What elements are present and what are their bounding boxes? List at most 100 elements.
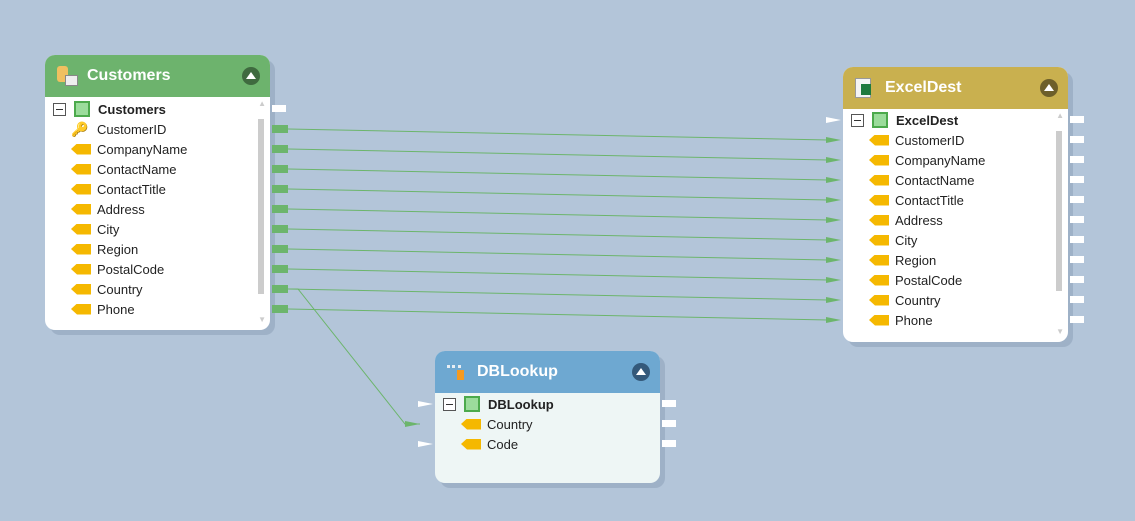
- mapping-line[interactable]: [287, 208, 829, 221]
- field-row[interactable]: Address: [843, 210, 943, 230]
- field-icon: [869, 314, 889, 326]
- output-port[interactable]: [272, 145, 288, 153]
- field-row[interactable]: Country: [435, 414, 533, 434]
- output-port[interactable]: [272, 105, 286, 112]
- field-row[interactable]: 🔑 CustomerID: [45, 119, 166, 139]
- field-row[interactable]: Phone: [843, 310, 933, 330]
- input-arrow: [826, 217, 841, 223]
- root-label: ExcelDest: [896, 112, 959, 128]
- output-port[interactable]: [1070, 316, 1084, 323]
- dblookup-header[interactable]: DBLookup: [435, 351, 660, 393]
- field-row[interactable]: Country: [45, 279, 143, 299]
- field-label: CompanyName: [895, 152, 986, 168]
- field-icon: [71, 283, 91, 295]
- mapping-line[interactable]: [287, 288, 829, 301]
- output-port[interactable]: [1070, 236, 1084, 243]
- input-arrow: [826, 157, 841, 163]
- field-row[interactable]: ContactName: [843, 170, 974, 190]
- mapping-line[interactable]: [287, 228, 829, 241]
- field-row[interactable]: Address: [45, 199, 145, 219]
- root-row[interactable]: Customers: [45, 99, 166, 119]
- scroll-up-arrow[interactable]: ▲: [1056, 111, 1064, 120]
- field-row[interactable]: Region: [45, 239, 138, 259]
- input-arrow: [826, 117, 841, 123]
- mapping-line[interactable]: [287, 128, 829, 141]
- collapse-button[interactable]: [632, 363, 650, 381]
- field-row[interactable]: CompanyName: [45, 139, 187, 159]
- scroll-down-arrow[interactable]: ▼: [1056, 327, 1064, 336]
- output-port[interactable]: [1070, 256, 1084, 263]
- collapse-button[interactable]: [1040, 79, 1058, 97]
- input-arrow: [826, 137, 841, 143]
- field-row[interactable]: CompanyName: [843, 150, 985, 170]
- output-port[interactable]: [1070, 216, 1084, 223]
- collapse-toggle[interactable]: [443, 397, 456, 411]
- output-port[interactable]: [272, 305, 288, 313]
- scroll-up-arrow[interactable]: ▲: [258, 99, 266, 108]
- mapping-line[interactable]: [287, 308, 829, 321]
- mapping-line[interactable]: [287, 168, 829, 181]
- output-port[interactable]: [272, 245, 288, 253]
- field-icon: [71, 163, 91, 175]
- field-label: Country: [97, 281, 143, 297]
- mapping-line[interactable]: [287, 148, 829, 161]
- field-label: CustomerID: [97, 121, 167, 137]
- output-port[interactable]: [272, 285, 288, 293]
- field-row[interactable]: Region: [843, 250, 936, 270]
- field-row[interactable]: PostalCode: [843, 270, 962, 290]
- field-row[interactable]: Country: [843, 290, 941, 310]
- collapse-button[interactable]: [242, 67, 260, 85]
- collapse-toggle[interactable]: [851, 113, 864, 127]
- field-label: PostalCode: [97, 261, 165, 277]
- output-port[interactable]: [1070, 276, 1084, 283]
- output-port[interactable]: [272, 165, 288, 173]
- scroll-down-arrow[interactable]: ▼: [258, 315, 266, 324]
- field-row[interactable]: City: [843, 230, 917, 250]
- field-row[interactable]: ContactTitle: [45, 179, 166, 199]
- table-icon: [464, 396, 480, 412]
- output-port[interactable]: [1070, 136, 1084, 143]
- output-port[interactable]: [662, 400, 676, 407]
- collapse-toggle[interactable]: [53, 102, 66, 116]
- scrollbar[interactable]: [1056, 131, 1062, 291]
- mapping-line[interactable]: [287, 248, 829, 261]
- output-port[interactable]: [1070, 176, 1084, 183]
- field-row[interactable]: Code: [435, 434, 518, 454]
- field-label: CustomerID: [895, 132, 965, 148]
- exceldest-header[interactable]: ExcelDest: [843, 67, 1068, 109]
- output-port[interactable]: [1070, 196, 1084, 203]
- customers-header[interactable]: Customers: [45, 55, 270, 97]
- mapping-line[interactable]: [287, 268, 829, 281]
- scrollbar[interactable]: [258, 119, 264, 294]
- mapping-line[interactable]: [287, 188, 829, 201]
- output-port[interactable]: [662, 440, 676, 447]
- output-port[interactable]: [272, 265, 288, 273]
- output-port[interactable]: [1070, 116, 1084, 123]
- input-arrow: [405, 421, 420, 427]
- field-row[interactable]: ContactTitle: [843, 190, 964, 210]
- field-row[interactable]: Phone: [45, 299, 135, 319]
- field-row[interactable]: City: [45, 219, 119, 239]
- output-port[interactable]: [272, 205, 288, 213]
- root-row[interactable]: ExcelDest: [843, 110, 958, 130]
- field-row[interactable]: ContactName: [45, 159, 176, 179]
- field-icon: [71, 303, 91, 315]
- field-row[interactable]: CustomerID: [843, 130, 964, 150]
- output-port[interactable]: [272, 185, 288, 193]
- root-row[interactable]: DBLookup: [435, 394, 554, 414]
- field-label: CompanyName: [97, 141, 188, 157]
- output-port[interactable]: [1070, 296, 1084, 303]
- field-icon: [71, 143, 91, 155]
- field-row[interactable]: PostalCode: [45, 259, 164, 279]
- output-port[interactable]: [272, 125, 288, 133]
- key-icon: 🔑: [71, 120, 89, 137]
- input-arrow: [826, 277, 841, 283]
- output-port[interactable]: [1070, 156, 1084, 163]
- output-port[interactable]: [662, 420, 676, 427]
- output-port[interactable]: [272, 225, 288, 233]
- field-label: ContactTitle: [97, 181, 166, 197]
- lookup-icon: [447, 362, 467, 382]
